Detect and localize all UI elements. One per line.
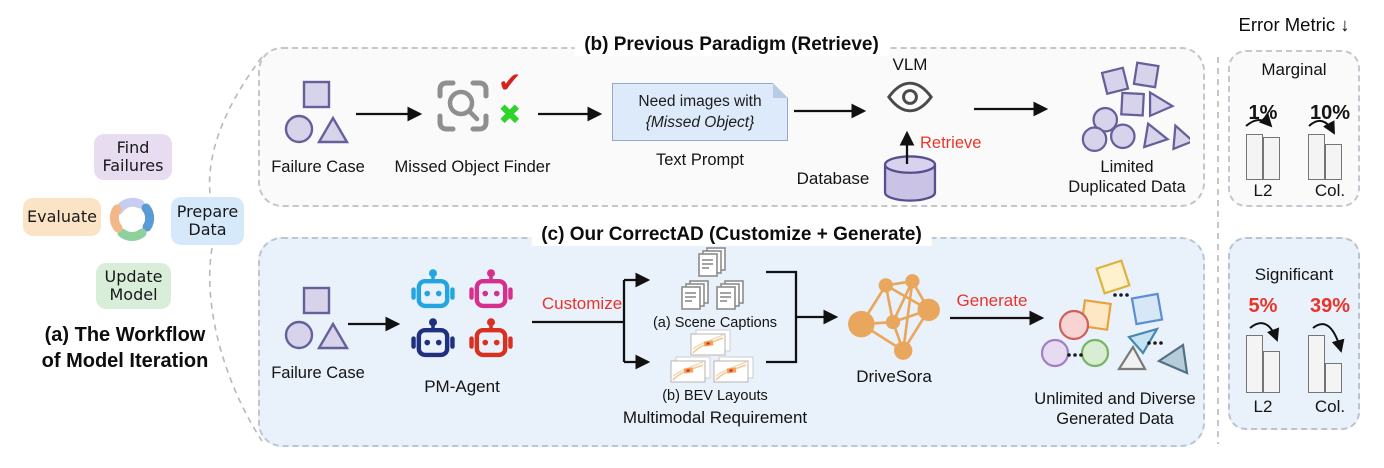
significant-title: Significant — [1254, 265, 1334, 284]
bar-before — [1246, 134, 1263, 180]
failure-case-label: Failure Case — [271, 364, 365, 382]
bar-before — [1246, 335, 1263, 393]
metric-box-significant: Significant 5% 39% L2 Col. — [1228, 237, 1360, 430]
multimodal-requirement-label: Multimodal Requirement — [622, 408, 808, 427]
bar-after — [1263, 137, 1280, 180]
generated-data-shapes-icon — [1040, 259, 1189, 375]
metric-name: L2 — [1253, 181, 1273, 200]
retrieve-label: Retrieve — [920, 134, 982, 152]
robot-icon — [469, 318, 513, 358]
text-prompt-line1: Need images with — [638, 92, 762, 110]
check-icon: ✔ — [498, 67, 522, 98]
scene-captions-icon — [716, 280, 744, 310]
failure-case-label: Failure Case — [271, 158, 365, 176]
robot-icon — [411, 318, 455, 358]
panel-c: (c) Our CorrectAD (Customize + Generate)… — [258, 224, 1205, 447]
metric-value: 5% — [1248, 295, 1278, 317]
bar-after — [1325, 363, 1342, 393]
vlm-label: VLM — [892, 55, 928, 74]
error-metric-header: Error Metric ↓ — [1238, 14, 1350, 35]
text-prompt-label: Text Prompt — [655, 151, 745, 169]
missed-object-finder-label: Missed Object Finder — [394, 158, 551, 176]
cycle-icon — [109, 197, 155, 241]
generated-data-label: Unlimited and Diverse Generated Data — [1034, 390, 1196, 429]
scene-captions-label: (a) Scene Captions — [652, 315, 778, 331]
robot-icon — [469, 269, 513, 309]
bev-layouts-icon — [713, 356, 754, 383]
limited-data-shapes-icon — [1081, 61, 1190, 153]
metric-value: 39% — [1309, 295, 1351, 317]
pm-agent-robots — [406, 267, 518, 362]
database-icon — [883, 155, 937, 202]
workflow-step-evaluate: Evaluate — [23, 198, 101, 236]
failure-case-shapes-icon — [284, 80, 350, 144]
vlm-eye-icon — [887, 81, 933, 113]
scene-captions-icon — [681, 280, 709, 310]
panel-b-title: (b) Previous Paradigm (Retrieve) — [574, 34, 889, 56]
scene-captions-icon — [698, 247, 726, 277]
metric-value: 10% — [1309, 102, 1351, 124]
bar-after — [1325, 144, 1342, 180]
drivesora-icon — [848, 274, 940, 360]
database-label: Database — [796, 169, 870, 188]
metric-name: Col. — [1314, 397, 1346, 416]
workflow-step-prepare-data: Prepare Data — [171, 197, 244, 245]
bev-layouts-icon — [690, 329, 731, 356]
drivesora-label: DriveSora — [856, 367, 932, 386]
metric-name: Col. — [1314, 181, 1346, 200]
text-prompt-line2: {Missed Object} — [645, 113, 755, 131]
expansion-line-top — [208, 56, 263, 195]
failure-case-shapes-icon — [284, 286, 350, 350]
customize-label: Customize — [541, 294, 623, 313]
robot-icon — [411, 269, 455, 309]
bar-before — [1308, 134, 1325, 180]
bev-layouts-icon — [670, 356, 711, 383]
missed-object-finder-icon — [437, 80, 489, 132]
panel-c-title: (c) Our CorrectAD (Customize + Generate) — [531, 224, 932, 246]
pm-agent-label: PM-Agent — [424, 377, 500, 396]
marginal-title: Marginal — [1261, 60, 1327, 79]
limited-data-label: Limited Duplicated Data — [1068, 158, 1186, 197]
panel-b: (b) Previous Paradigm (Retrieve) Failure… — [258, 34, 1205, 207]
workflow-step-update-model: Update Model — [96, 263, 171, 309]
metric-box-marginal: Marginal 1% 10% L2 Col. — [1228, 50, 1360, 207]
generate-label: Generate — [956, 291, 1028, 310]
bar-after — [1263, 351, 1280, 393]
text-prompt-note: Need images with {Missed Object} — [612, 83, 788, 141]
panel-a-caption: (a) The Workflow of Model Iteration — [41, 324, 209, 372]
cross-icon: ✖ — [498, 99, 522, 130]
bev-layouts-label: (b) BEV Layouts — [662, 388, 768, 404]
bar-before — [1308, 335, 1325, 393]
metric-name: L2 — [1253, 397, 1273, 416]
metric-value: 1% — [1248, 102, 1278, 124]
workflow-step-find-failures: Find Failures — [94, 134, 172, 180]
